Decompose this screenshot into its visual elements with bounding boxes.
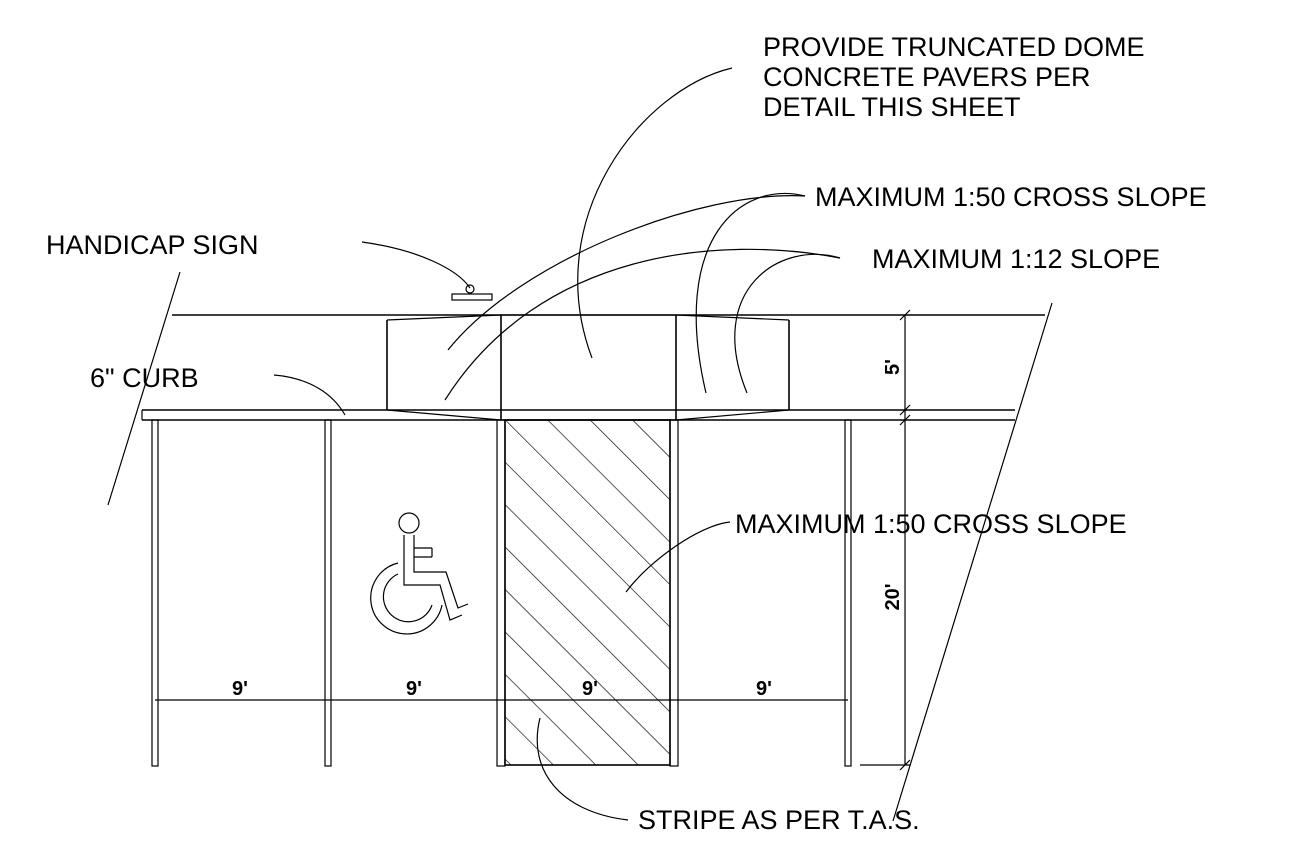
truncated-dome-line-3: DETAIL THIS SHEET — [763, 92, 1021, 122]
stall-width-1: 9' — [232, 678, 248, 700]
handicap-sign-label: HANDICAP SIGN — [46, 230, 259, 260]
stall-width-2: 9' — [406, 678, 422, 700]
cross-slope-top-label: MAXIMUM 1:50 CROSS SLOPE — [815, 182, 1207, 212]
slope-12-label: MAXIMUM 1:12 SLOPE — [872, 244, 1160, 274]
stall-stripes — [151, 419, 852, 767]
curb-ramp — [386, 314, 790, 421]
sidewalk — [141, 314, 1045, 421]
curb-label: 6" CURB — [90, 363, 199, 393]
wheelchair-icon — [370, 512, 469, 635]
dimension-lines — [155, 309, 911, 771]
extension-lines — [107, 271, 1053, 822]
stripe-label: STRIPE AS PER T.A.S. — [638, 805, 920, 835]
sidewalk-depth-label: 5' — [882, 359, 904, 375]
handicap-sign-symbol — [451, 284, 493, 301]
truncated-dome-line-2: CONCRETE PAVERS PER — [763, 62, 1091, 92]
cross-slope-mid-label: MAXIMUM 1:50 CROSS SLOPE — [735, 509, 1127, 539]
stall-width-4: 9' — [756, 678, 772, 700]
stall-depth-label: 20' — [882, 583, 904, 610]
stall-width-3: 9' — [582, 678, 598, 700]
access-aisle — [504, 419, 671, 766]
leader-lines — [273, 67, 841, 821]
truncated-dome-line-1: PROVIDE TRUNCATED DOME — [763, 32, 1145, 62]
truncated-dome-callout: PROVIDE TRUNCATED DOME CONCRETE PAVERS P… — [763, 32, 1152, 122]
